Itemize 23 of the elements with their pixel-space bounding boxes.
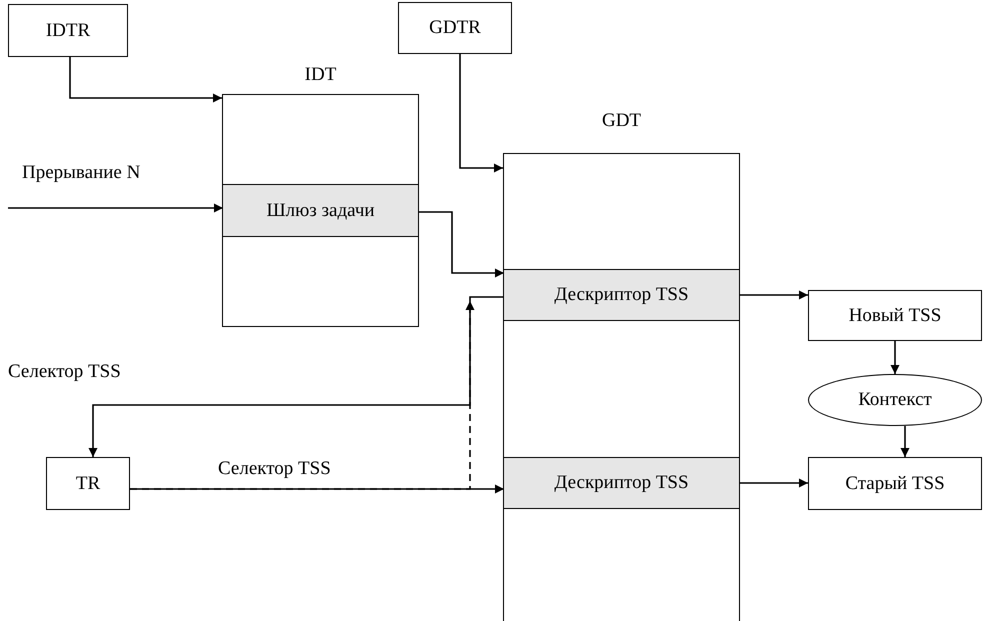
context-ellipse: Контекст bbox=[808, 374, 982, 426]
table-heading: IDT bbox=[304, 64, 336, 86]
table-entry: Дескриптор TSS bbox=[504, 269, 739, 321]
arrow bbox=[69, 57, 222, 102]
process-box: Новый TSS bbox=[808, 290, 982, 341]
edge-label: Селектор TSS bbox=[216, 458, 333, 480]
arrow bbox=[900, 426, 910, 457]
arrow bbox=[8, 204, 223, 212]
register-box: GDTR bbox=[398, 2, 512, 54]
process-box: Старый TSS bbox=[808, 457, 982, 510]
register-box: IDTR bbox=[8, 4, 128, 57]
arrow bbox=[459, 54, 503, 172]
edge-label: Селектор TSS bbox=[6, 361, 123, 383]
dashed-arrow bbox=[130, 301, 474, 490]
arrow bbox=[890, 341, 900, 374]
table-entry: Дескриптор TSS bbox=[504, 457, 739, 509]
table-heading: GDT bbox=[602, 110, 642, 132]
arrow bbox=[418, 211, 504, 278]
arrow bbox=[88, 296, 504, 457]
table-entry: Шлюз задачи bbox=[223, 184, 418, 237]
register-box: TR bbox=[46, 457, 130, 510]
arrow bbox=[739, 478, 808, 488]
arrow bbox=[739, 290, 808, 300]
